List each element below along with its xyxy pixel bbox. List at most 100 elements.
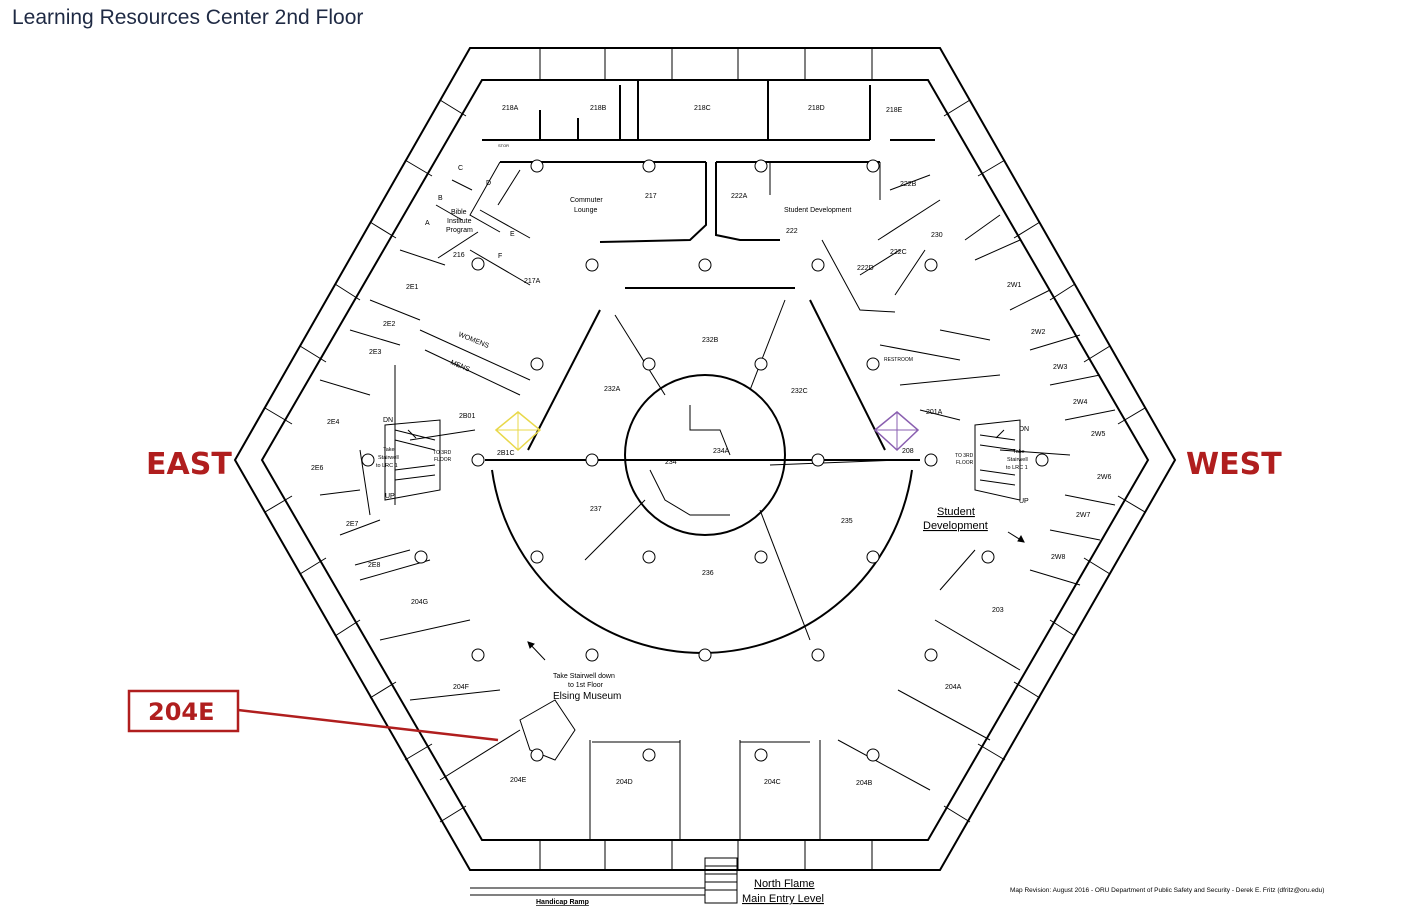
storage-label: STOR <box>498 143 509 148</box>
north-flame-label: North Flame <box>754 878 815 890</box>
student-development-top-label: Student Development <box>784 207 851 214</box>
room-237: 237 <box>590 506 602 513</box>
room-204E: 204E <box>510 777 527 784</box>
room-217A: 217A <box>524 278 541 285</box>
west-label: WEST <box>1186 447 1282 482</box>
east-take-stairwell-2: Stairwell <box>378 455 399 461</box>
west-stairwell <box>974 419 1021 501</box>
room-2W2: 2W2 <box>1031 329 1046 336</box>
bible-institute-label-3: Program <box>446 227 473 234</box>
room-230: 230 <box>931 232 943 239</box>
west-take-stairwell-2: Stairwell <box>1007 457 1028 463</box>
mens-restroom-label: MENS <box>449 359 471 373</box>
east-stair-up: UP <box>385 493 395 500</box>
room-204D: 204D <box>616 779 633 786</box>
main-entry-label: Main Entry Level <box>742 893 824 905</box>
room-D: D <box>486 180 491 187</box>
room-204A: 204A <box>945 684 962 691</box>
room-2W7: 2W7 <box>1076 512 1091 519</box>
room-2W8: 2W8 <box>1051 554 1066 561</box>
room-218D: 218D <box>808 105 825 112</box>
west-stair-dn: DN <box>1019 426 1029 433</box>
room-F: F <box>498 253 502 260</box>
atrium-radial-walls <box>584 299 901 641</box>
room-232B: 232B <box>702 337 719 344</box>
window-mullions <box>264 48 1146 870</box>
room-208: 208 <box>902 448 914 455</box>
handicap-ramp <box>470 887 705 896</box>
room-2E6: 2E6 <box>311 465 324 472</box>
room-222B: 222B <box>900 181 917 188</box>
room-B: B <box>438 195 443 202</box>
restroom-label: RESTROOM <box>884 357 913 363</box>
callout-label: 204E <box>148 698 215 726</box>
east-stair-dn: DN <box>383 417 393 424</box>
room-222C: 222C <box>890 249 907 256</box>
room-2W4: 2W4 <box>1073 399 1088 406</box>
room-218E: 218E <box>886 107 903 114</box>
east-label: EAST <box>146 447 232 482</box>
room-218A: 218A <box>502 105 519 112</box>
bible-institute-label: Bible <box>451 209 467 216</box>
museum-label-2: to 1st Floor <box>568 682 604 689</box>
room-204G: 204G <box>411 599 428 606</box>
west-take-stairwell-1: Take <box>1013 449 1025 455</box>
main-entry-steps <box>704 857 738 904</box>
room-2E7: 2E7 <box>346 521 359 528</box>
room-E: E <box>510 231 515 238</box>
west-take-stairwell-3: to LRC 1 <box>1006 465 1028 471</box>
room-2W3: 2W3 <box>1053 364 1068 371</box>
student-development-label-2: Development <box>923 520 988 532</box>
room-2E2: 2E2 <box>383 321 396 328</box>
east-take-stairwell-3: to LRC 1 <box>376 463 398 469</box>
room-204F: 204F <box>453 684 469 691</box>
room-labels: 218A 218B 218C 218D 218E C D B A E F 216… <box>311 105 1112 787</box>
room-236: 236 <box>702 570 714 577</box>
west-stair-up: UP <box>1019 498 1029 505</box>
outer-wall <box>233 47 1177 871</box>
room-218B: 218B <box>590 105 607 112</box>
west-to-3rd-floor-1: TO 3RD <box>955 453 974 459</box>
callout-204E: 204E <box>127 689 499 742</box>
museum-label-1: Take Stairwell down <box>553 673 615 680</box>
room-222D: 222D <box>857 265 874 272</box>
commuter-lounge-label: Commuter <box>570 197 603 204</box>
room-2W1: 2W1 <box>1007 282 1022 289</box>
room-234: 234 <box>665 459 677 466</box>
east-take-stairwell-1: Take <box>383 447 395 453</box>
museum-label-3: Elsing Museum <box>553 691 621 702</box>
inner-wall <box>260 79 1150 841</box>
room-201A: 201A <box>926 409 943 416</box>
room-216: 216 <box>453 252 465 259</box>
area-labels: Commuter Lounge Bible Institute Program … <box>376 143 1029 702</box>
room-232C: 232C <box>791 388 808 395</box>
west-to-3rd-floor-2: FLOOR <box>956 460 974 466</box>
interior-partitions <box>319 161 1116 840</box>
structural-columns <box>361 159 1049 762</box>
room-222A: 222A <box>731 193 748 200</box>
room-235: 235 <box>841 518 853 525</box>
page-title: Learning Resources Center 2nd Floor <box>12 6 364 29</box>
womens-restroom-label: WOMENS <box>457 331 490 350</box>
room-C: C <box>458 165 463 172</box>
room-218C: 218C <box>694 105 711 112</box>
room-2E3: 2E3 <box>369 349 382 356</box>
room-2B1C: 2B1C <box>497 450 515 457</box>
east-stairwell <box>384 419 441 501</box>
room-222: 222 <box>786 228 798 235</box>
room-2W6: 2W6 <box>1097 474 1112 481</box>
room-2E4: 2E4 <box>327 419 340 426</box>
room-A: A <box>425 220 430 227</box>
room-2E8: 2E8 <box>368 562 381 569</box>
west-elevator <box>873 411 920 452</box>
room-217: 217 <box>645 193 657 200</box>
direction-arrows <box>407 429 1025 661</box>
room-234A: 234A <box>713 448 730 455</box>
map-revision-note: Map Revision: August 2016 - ORU Departme… <box>1010 887 1324 894</box>
bible-institute-label-2: Institute <box>447 218 472 225</box>
east-to-3rd-floor-2: FLOOR <box>434 457 452 463</box>
room-232A: 232A <box>604 386 621 393</box>
student-development-label-1: Student <box>937 506 975 518</box>
room-203: 203 <box>992 607 1004 614</box>
